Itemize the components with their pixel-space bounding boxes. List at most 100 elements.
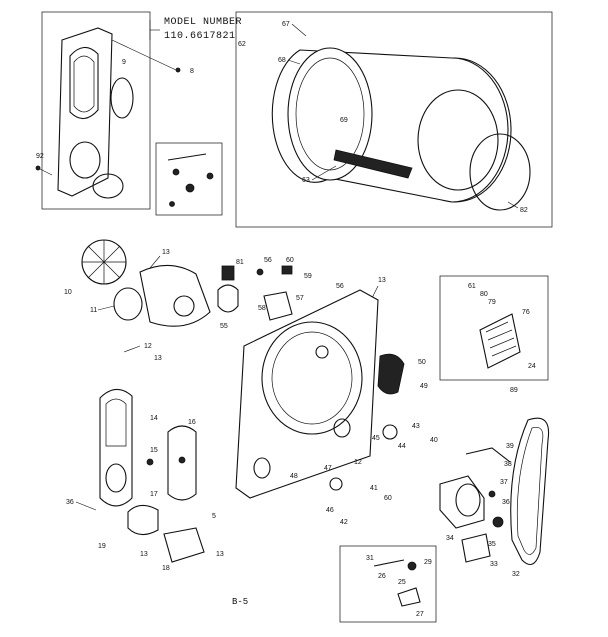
- switch-60: [281, 265, 293, 275]
- leader-13a: [149, 255, 161, 269]
- clip-8: [175, 67, 181, 73]
- callout-47: 47: [324, 465, 332, 472]
- callout-12: 12: [144, 343, 152, 350]
- callout-37: 37: [500, 479, 508, 486]
- motor-pulley-37: [488, 490, 496, 498]
- callout-44: 44: [398, 443, 406, 450]
- motor-clip-38: [465, 447, 511, 463]
- callout-80: 80: [480, 291, 488, 298]
- model-number-value: 110.6617821: [164, 31, 236, 42]
- callout-31: 31: [366, 555, 374, 562]
- light-switch-group: 81 56 60 59 57 58 55 56 13: [217, 257, 386, 330]
- front-seal-ring: [92, 173, 124, 199]
- callout-32: 32: [512, 571, 520, 578]
- door-seal-ring: [110, 77, 134, 119]
- callout-33: 33: [490, 561, 498, 568]
- callout-36: 36: [66, 499, 74, 506]
- idler-box: [439, 275, 549, 381]
- blower-housing: [139, 264, 211, 327]
- thermostat-18: [163, 527, 205, 563]
- door-hinge-pin: [167, 153, 207, 161]
- callout-27: 27: [416, 611, 424, 618]
- callout-10: 10: [64, 289, 72, 296]
- leader-68: [287, 59, 301, 65]
- exhaust-duct-14: [99, 388, 133, 507]
- bulkhead-group: 50 49 43 40 44 45 12 47 48 46 42 41 60: [235, 289, 438, 526]
- callout-18: 18: [162, 565, 170, 572]
- motor-end: [455, 483, 481, 517]
- drive-belt-inner: [516, 427, 544, 555]
- latch-catch-29: [407, 561, 417, 571]
- drum-front-edge: [287, 47, 373, 181]
- leader-36: [75, 501, 97, 511]
- leader-11: [97, 305, 115, 311]
- bulkhead-port: [315, 345, 329, 359]
- page-label: B-5: [232, 597, 248, 607]
- leader-82: [507, 201, 519, 209]
- callout-13d: 13: [216, 551, 224, 558]
- bearing-46: [329, 477, 343, 491]
- rear-bulkhead: [235, 289, 379, 499]
- callout-5: 5: [212, 513, 216, 520]
- idler-bracket-76: [479, 313, 521, 369]
- callout-24: 24: [528, 363, 536, 370]
- door-catch: [185, 183, 195, 193]
- door-hardware-box: [155, 142, 223, 216]
- callout-16: 16: [188, 419, 196, 426]
- callout-67: 67: [282, 21, 290, 28]
- callout-56a: 56: [264, 257, 272, 264]
- callout-34: 34: [446, 535, 454, 542]
- callout-17: 17: [150, 491, 158, 498]
- idler-bracket-hatch: [485, 321, 517, 357]
- thermostat-18a: [178, 456, 186, 464]
- idler-box-group: 61 80 79 76 24 89: [439, 275, 549, 394]
- callout-60b: 60: [384, 495, 392, 502]
- door-hinge-part: [172, 168, 180, 176]
- callout-13b: 13: [154, 355, 162, 362]
- callout-36b: 36: [502, 499, 510, 506]
- callout-38: 38: [504, 461, 512, 468]
- callout-13e: 13: [140, 551, 148, 558]
- callout-56b: 56: [336, 283, 344, 290]
- callout-40: 40: [430, 437, 438, 444]
- callout-69: 69: [340, 117, 348, 124]
- drum-box: [235, 11, 553, 228]
- latch-spring: [373, 559, 405, 567]
- screw-92: [37, 167, 53, 176]
- drum-seal: [469, 133, 531, 211]
- front-panel-lint-opening: [69, 141, 101, 179]
- bulkhead-hole-left: [253, 457, 271, 479]
- door-strike: [206, 172, 214, 180]
- callout-43: 43: [412, 423, 420, 430]
- front-panel-door-opening: [69, 46, 99, 120]
- callout-19: 19: [98, 543, 106, 550]
- callout-81: 81: [236, 259, 244, 266]
- callout-29: 29: [424, 559, 432, 566]
- bulkhead-opening: [261, 321, 363, 435]
- callout-50: 50: [418, 359, 426, 366]
- callout-59: 59: [304, 273, 312, 280]
- callout-55: 55: [220, 323, 228, 330]
- model-number-title: MODEL NUMBER: [164, 17, 242, 28]
- blower-housing-hub: [173, 295, 195, 317]
- callout-62: 62: [238, 41, 246, 48]
- callout-60a: 60: [286, 257, 294, 264]
- callout-12b: 12: [354, 459, 362, 466]
- thermal-fuse-17: [127, 504, 159, 536]
- callout-57: 57: [296, 295, 304, 302]
- drum-group: 67 68 69 63 82 62: [235, 11, 553, 228]
- screw-56: [256, 268, 264, 276]
- callout-14: 14: [150, 415, 158, 422]
- drum-front-lip: [295, 57, 365, 171]
- front-panel-inner: [73, 55, 95, 113]
- door-screw: [169, 201, 175, 207]
- drum-rear-opening: [417, 89, 499, 191]
- leader-63: [311, 165, 337, 181]
- blower-group: 10 11 13: [64, 239, 211, 327]
- model-number-header: MODEL NUMBER 110.6617821: [149, 17, 242, 42]
- callout-89: 89: [510, 387, 518, 394]
- callout-48: 48: [290, 473, 298, 480]
- latch-box-group: 31 26 25 29 27: [339, 545, 437, 623]
- callout-58: 58: [258, 305, 266, 312]
- drum-baffle: [333, 149, 413, 179]
